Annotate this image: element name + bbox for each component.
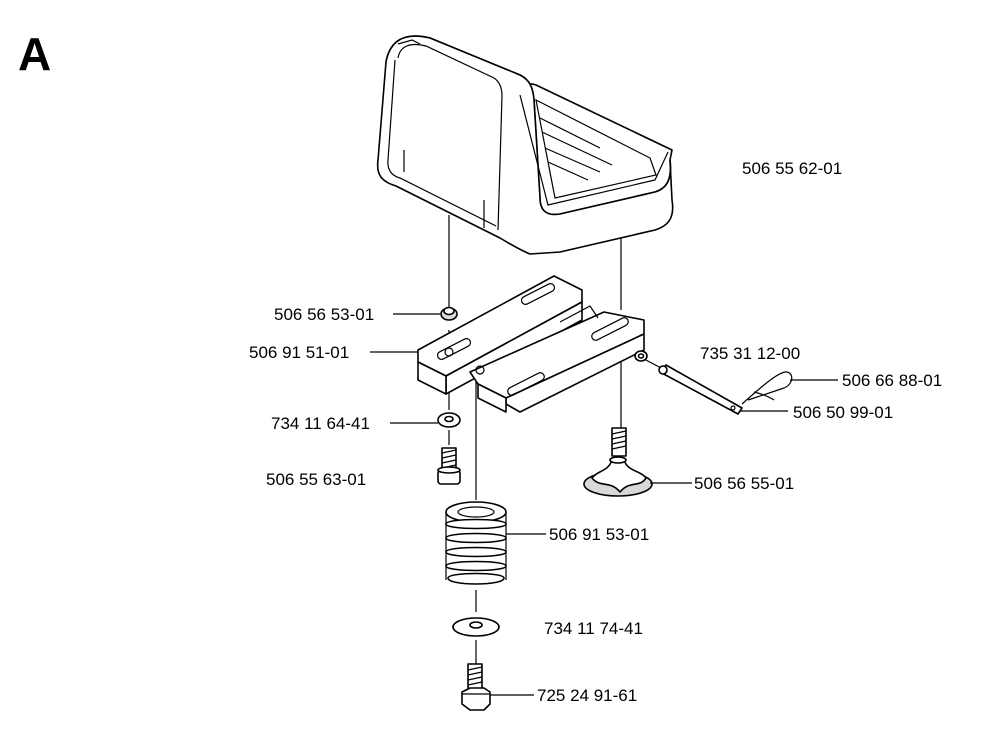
part-labels: 506 55 62-01 506 56 53-01 506 91 51-01 7…	[249, 159, 942, 705]
label-spring: 506 91 53-01	[549, 525, 649, 544]
label-nut-top: 506 56 53-01	[274, 305, 374, 324]
leader-lines	[370, 313, 838, 696]
label-seat: 506 55 62-01	[742, 159, 842, 178]
section-letter: A	[18, 28, 51, 80]
hair-pin	[741, 371, 793, 405]
spring	[445, 501, 507, 585]
nut-top	[440, 306, 458, 321]
label-knob: 506 56 55-01	[694, 474, 794, 493]
label-hair-pin: 506 66 88-01	[842, 371, 942, 390]
seat	[376, 35, 674, 255]
seat-bracket	[417, 275, 645, 413]
washer-small	[437, 412, 461, 428]
label-washer-small: 734 11 64-41	[271, 414, 370, 433]
label-bolt: 725 24 91-61	[537, 686, 637, 705]
pin-washer	[634, 350, 648, 362]
cap-screw	[437, 447, 461, 485]
bolt	[461, 663, 491, 711]
label-pin: 506 50 99-01	[793, 403, 893, 422]
label-washer-large: 734 11 74-41	[544, 619, 643, 638]
knob	[583, 427, 653, 497]
label-cap-screw: 506 55 63-01	[266, 470, 366, 489]
label-bracket: 506 91 51-01	[249, 343, 349, 362]
washer-large	[452, 617, 500, 637]
label-pin-washer: 735 31 12-00	[700, 344, 800, 363]
pin	[658, 364, 743, 415]
